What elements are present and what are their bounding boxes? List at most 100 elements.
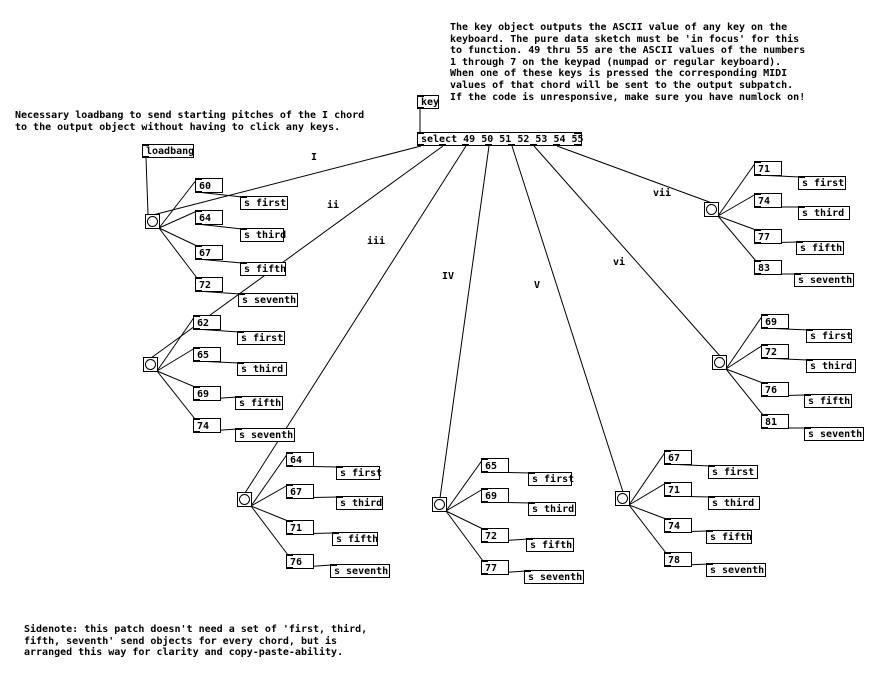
send-third-V[interactable]: s third: [708, 496, 760, 510]
note-message-vi-3[interactable]: 76: [761, 382, 789, 397]
note-value: 71: [668, 485, 681, 496]
send-first-vi[interactable]: s first: [806, 329, 852, 343]
loadbang-object[interactable]: loadbang: [142, 144, 194, 158]
note-message-V-4[interactable]: 78: [664, 552, 692, 567]
note-message-IV-2[interactable]: 69: [481, 488, 509, 503]
bang-vii[interactable]: [704, 202, 719, 217]
bang-circle-icon: [706, 204, 717, 215]
send-label: s third: [340, 498, 383, 509]
cord-bang-to-msg: [717, 215, 757, 262]
cord-bang-to-msg: [250, 505, 289, 556]
note-message-vii-3[interactable]: 77: [754, 229, 782, 244]
send-first-I[interactable]: s first: [240, 196, 288, 210]
select-object[interactable]: select 49 50 51 52 53 54 55: [417, 132, 584, 146]
note-message-IV-1[interactable]: 65: [481, 458, 509, 473]
send-third-IV[interactable]: s third: [528, 502, 576, 516]
bang-V[interactable]: [615, 491, 630, 506]
send-label: s first: [810, 331, 853, 342]
bang-circle-icon: [239, 494, 250, 505]
note-value: 72: [765, 347, 778, 358]
send-third-vii[interactable]: s third: [798, 206, 850, 220]
note-message-ii-1[interactable]: 62: [193, 315, 221, 330]
note-message-iii-4[interactable]: 76: [286, 554, 314, 569]
note-message-IV-3[interactable]: 72: [481, 528, 509, 543]
note-message-I-4[interactable]: 72: [195, 277, 223, 292]
send-first-ii[interactable]: s first: [237, 331, 285, 345]
note-message-iii-3[interactable]: 71: [286, 520, 314, 535]
chord-label-ii: ii: [327, 200, 340, 211]
send-seventh-I[interactable]: s seventh: [238, 293, 298, 307]
note-message-iii-2[interactable]: 67: [286, 484, 314, 499]
note-message-vii-4[interactable]: 83: [754, 260, 782, 275]
send-fifth-iii[interactable]: s fifth: [332, 532, 378, 546]
cord-bang-to-msg: [725, 314, 764, 370]
note-message-vii-2[interactable]: 74: [754, 193, 782, 208]
note-message-vi-1[interactable]: 69: [761, 314, 789, 329]
loadbang-object-label: loadbang: [146, 146, 195, 157]
send-seventh-vi[interactable]: s seventh: [804, 427, 864, 441]
send-third-ii[interactable]: s third: [237, 362, 287, 376]
send-fifth-vii[interactable]: s fifth: [796, 241, 844, 255]
bang-vi[interactable]: [712, 355, 727, 370]
chord-label-vii: vii: [653, 188, 672, 199]
key-object[interactable]: key: [417, 95, 439, 109]
note-message-ii-3[interactable]: 69: [193, 386, 221, 401]
send-fifth-I[interactable]: s fifth: [240, 262, 286, 276]
send-seventh-ii[interactable]: s seventh: [235, 428, 295, 442]
send-first-vii[interactable]: s first: [798, 176, 846, 190]
send-third-I[interactable]: s third: [240, 228, 286, 242]
key-object-comment: The key object outputs the ASCII value o…: [450, 22, 806, 103]
cord-bang-to-msg: [158, 210, 198, 229]
note-message-ii-4[interactable]: 74: [193, 418, 221, 433]
cord-bang-to-msg: [628, 450, 667, 506]
note-message-V-1[interactable]: 67: [664, 450, 692, 465]
send-label: s third: [810, 361, 853, 372]
cord-bang-to-msg: [717, 193, 757, 217]
note-value: 65: [197, 350, 210, 361]
send-first-V[interactable]: s first: [708, 465, 758, 479]
cord-bang-to-msg: [158, 227, 198, 279]
note-message-iii-1[interactable]: 64: [286, 452, 314, 467]
send-label: s fifth: [244, 264, 287, 275]
send-third-iii[interactable]: s third: [336, 496, 383, 510]
note-message-I-2[interactable]: 64: [195, 210, 223, 225]
cord-select-to-bang-I: [152, 145, 422, 216]
send-fifth-V[interactable]: s fifth: [706, 530, 752, 544]
send-seventh-V[interactable]: s seventh: [706, 563, 766, 577]
note-message-ii-2[interactable]: 65: [193, 347, 221, 362]
note-value: 74: [758, 196, 771, 207]
bang-ii[interactable]: [143, 357, 158, 372]
send-fifth-IV[interactable]: s fifth: [526, 538, 574, 552]
send-label: s fifth: [239, 398, 282, 409]
send-label: s seventh: [798, 275, 853, 286]
send-seventh-IV[interactable]: s seventh: [524, 570, 584, 584]
note-message-vi-4[interactable]: 81: [761, 414, 789, 429]
cord-bang-to-msg: [628, 482, 667, 506]
note-message-V-2[interactable]: 71: [664, 482, 692, 497]
note-value: 67: [199, 248, 212, 259]
bang-circle-icon: [145, 359, 156, 370]
note-message-vi-2[interactable]: 72: [761, 344, 789, 359]
select-object-label: select 49 50 51 52 53 54 55: [421, 134, 584, 145]
bang-circle-icon: [714, 357, 725, 368]
note-value: 67: [290, 487, 303, 498]
bang-IV[interactable]: [432, 497, 447, 512]
send-first-IV[interactable]: s first: [528, 472, 574, 486]
send-fifth-ii[interactable]: s fifth: [235, 396, 283, 410]
send-label: s third: [532, 504, 575, 515]
send-third-vi[interactable]: s third: [806, 359, 856, 373]
note-message-I-3[interactable]: 67: [195, 245, 223, 260]
send-seventh-vii[interactable]: s seventh: [794, 273, 854, 287]
note-message-V-3[interactable]: 74: [664, 518, 692, 533]
note-message-I-1[interactable]: 60: [195, 178, 223, 193]
note-message-IV-4[interactable]: 77: [481, 560, 509, 575]
bang-iii[interactable]: [237, 492, 252, 507]
send-fifth-vi[interactable]: s fifth: [804, 394, 852, 408]
send-first-iii[interactable]: s first: [336, 466, 382, 480]
send-seventh-iii[interactable]: s seventh: [330, 564, 390, 578]
cord-bang-to-msg: [445, 488, 484, 512]
send-label: s fifth: [800, 243, 843, 254]
note-message-vii-1[interactable]: 71: [754, 161, 782, 176]
bang-I[interactable]: [145, 214, 160, 229]
